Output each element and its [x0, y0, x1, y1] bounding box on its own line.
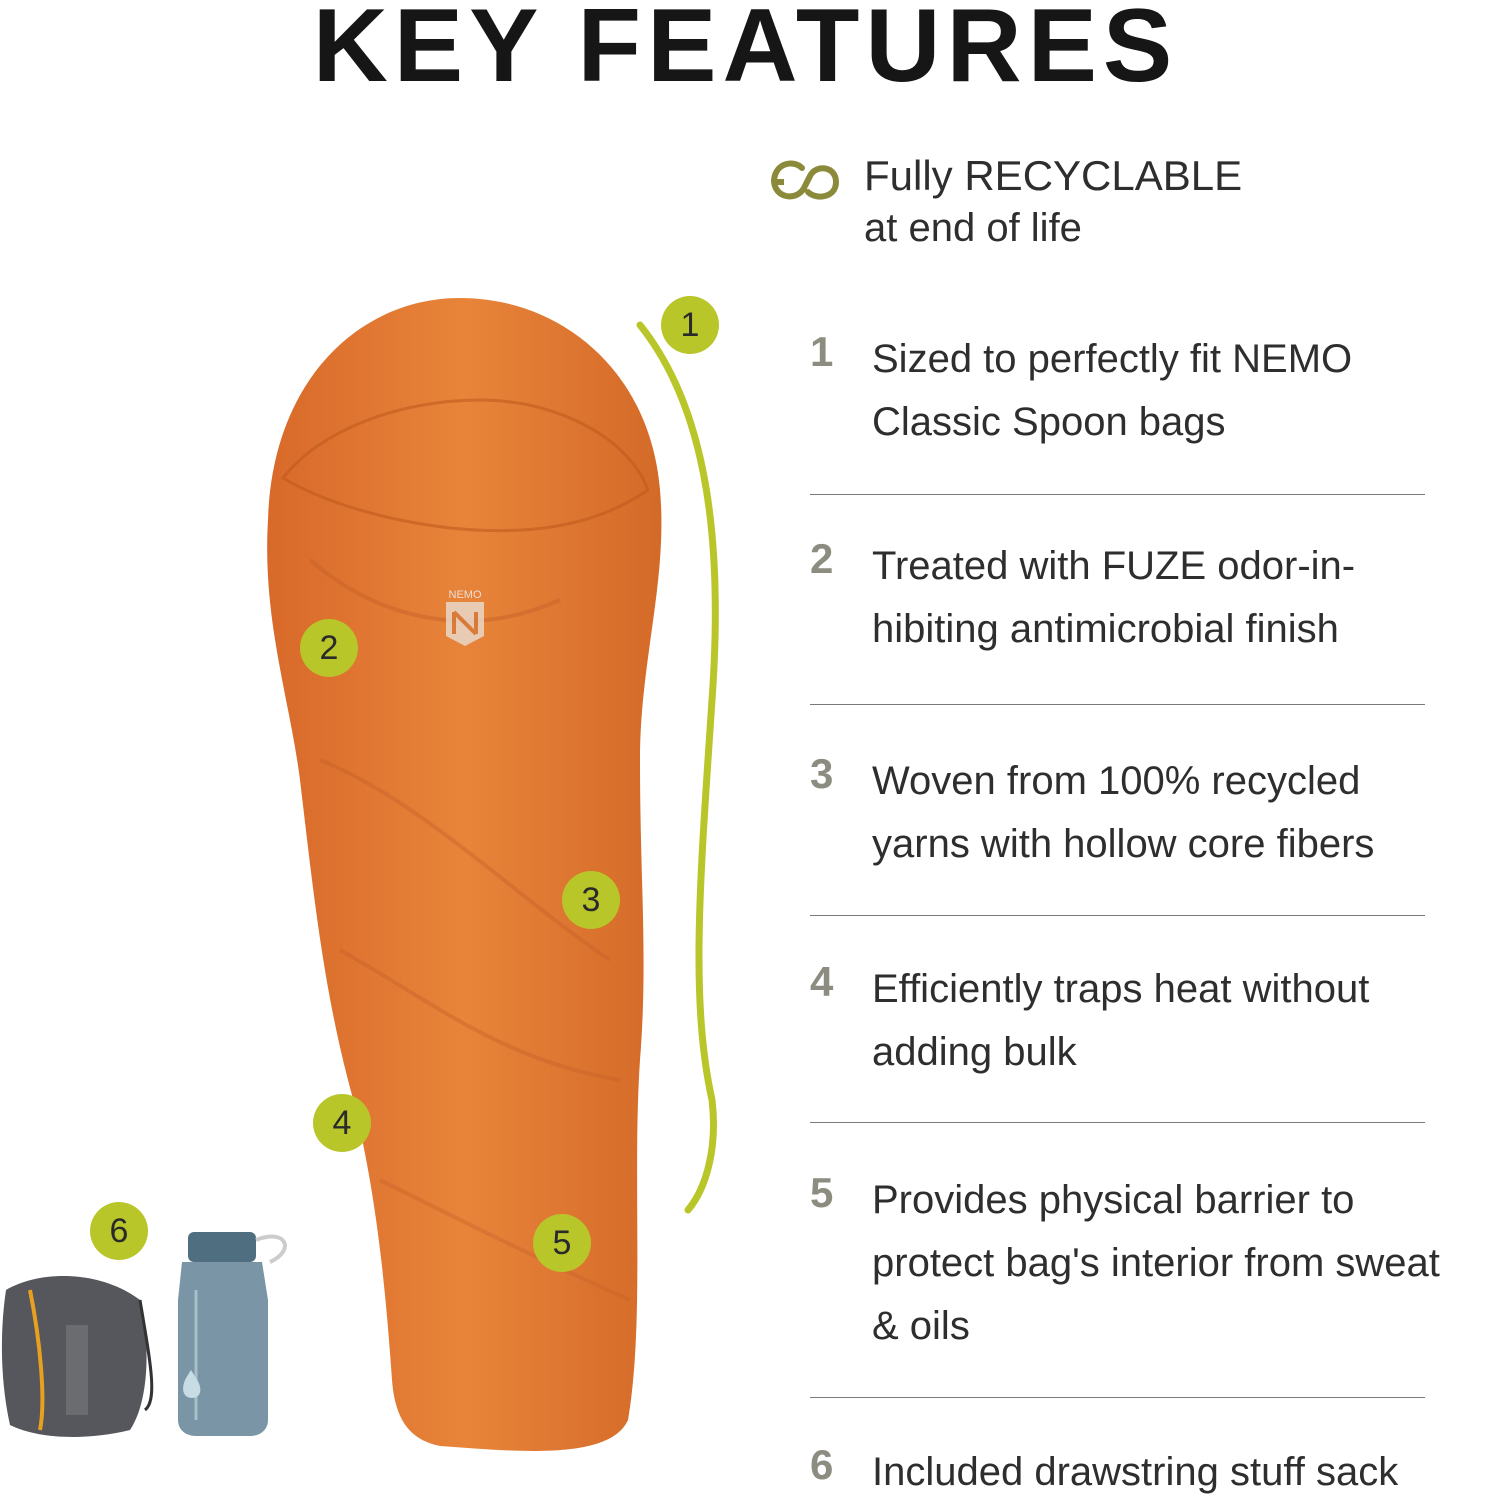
feature-divider: [810, 1397, 1425, 1398]
feature-divider: [810, 1122, 1425, 1123]
badge-2: 2: [300, 619, 358, 677]
badge-5: 5: [533, 1214, 591, 1272]
feature-number: 5: [810, 1169, 834, 1216]
accent-curve: [636, 321, 719, 1214]
water-bottle: [178, 1232, 287, 1436]
feature-text: Treated with FUZE odor-in- hibiting anti…: [872, 544, 1356, 651]
feature-number: 3: [810, 750, 834, 797]
recyclable-line-1: Fully RECYCLABLE: [864, 152, 1243, 199]
feature-divider: [810, 494, 1425, 495]
badge-4: 4: [313, 1094, 371, 1152]
svg-text:NEMO: NEMO: [449, 589, 482, 601]
feature-divider: [810, 704, 1425, 705]
stuff-sack: [1, 1276, 154, 1437]
recycle-loop-icon: [770, 158, 840, 209]
feature-text: Provides physical barrier to protect bag…: [872, 1178, 1440, 1348]
feature-text: Woven from 100% recycled yarns with holl…: [872, 759, 1375, 866]
badge-3: 3: [562, 871, 620, 929]
badge-6: 6: [90, 1202, 148, 1260]
feature-number: 1: [810, 328, 834, 375]
feature-text: Efficiently traps heat without adding bu…: [872, 967, 1370, 1074]
nemo-logo: NEMO: [446, 589, 484, 646]
feature-number: 6: [810, 1441, 834, 1488]
badge-1: 1: [661, 296, 719, 354]
feature-number: 2: [810, 535, 834, 582]
page-title: KEY FEATURES: [312, 0, 1179, 104]
recyclable-line-2: at end of life: [864, 206, 1082, 250]
sleeping-liner: [267, 298, 662, 1451]
feature-divider: [810, 915, 1425, 916]
feature-number: 4: [810, 958, 834, 1005]
product-illustration: NEMO: [1, 298, 719, 1451]
feature-text: Sized to perfectly fit NEMO Classic Spoo…: [872, 337, 1353, 444]
feature-text: Included drawstring stuff sack: [872, 1450, 1399, 1494]
